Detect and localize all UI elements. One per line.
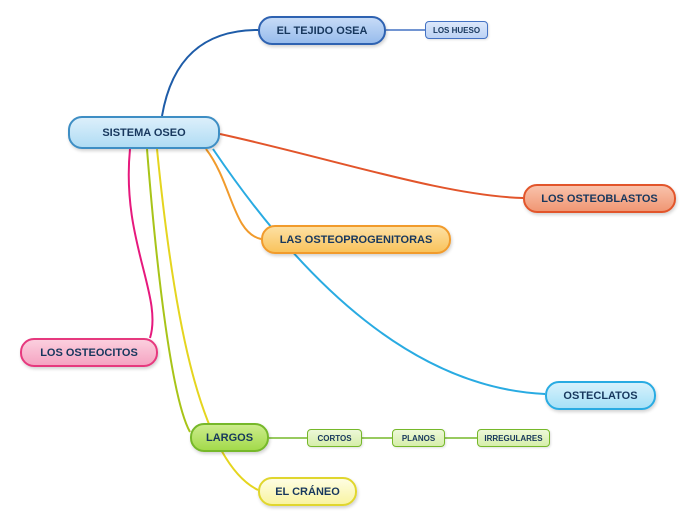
node-el-tejido-osea-label: EL TEJIDO OSEA — [276, 24, 368, 37]
node-cortos[interactable]: CORTOS — [307, 429, 362, 447]
node-irregulares-label: IRREGULARES — [484, 433, 543, 443]
connector-sistema-craneo — [156, 148, 259, 491]
node-el-craneo-label: EL CRÁNEO — [275, 485, 340, 498]
node-los-hueso-label: LOS HUESO — [432, 25, 481, 35]
node-los-osteoblastos[interactable]: LOS OSTEOBLASTOS — [523, 184, 676, 213]
node-sistema-oseo[interactable]: SISTEMA OSEO — [68, 116, 220, 149]
connector-sistema-largos — [146, 148, 191, 433]
node-las-osteoprogenitoras-label: LAS OSTEOPROGENITORAS — [279, 233, 433, 246]
node-largos[interactable]: LARGOS — [190, 423, 269, 452]
node-planos-label: PLANOS — [401, 433, 436, 443]
node-el-tejido-osea[interactable]: EL TEJIDO OSEA — [258, 16, 386, 45]
node-los-osteocitos[interactable]: LOS OSTEOCITOS — [20, 338, 158, 367]
node-planos[interactable]: PLANOS — [392, 429, 445, 447]
node-osteclatos[interactable]: OSTECLATOS — [545, 381, 656, 410]
node-largos-label: LARGOS — [205, 431, 254, 444]
node-el-craneo[interactable]: EL CRÁNEO — [258, 477, 357, 506]
connector-sistema-osteclatos — [212, 148, 546, 395]
node-osteclatos-label: OSTECLATOS — [563, 389, 638, 402]
node-sistema-oseo-label: SISTEMA OSEO — [102, 126, 186, 139]
node-los-osteoblastos-label: LOS OSTEOBLASTOS — [541, 192, 658, 205]
node-los-osteocitos-label: LOS OSTEOCITOS — [40, 346, 138, 359]
connector-sistema-osteocitos — [127, 148, 154, 339]
connector-sistema-tejido — [161, 29, 259, 117]
node-los-hueso[interactable]: LOS HUESO — [425, 21, 488, 39]
connector-sistema-osteoprogenitoras — [205, 148, 262, 240]
node-cortos-label: CORTOS — [317, 433, 352, 443]
node-las-osteoprogenitoras[interactable]: LAS OSTEOPROGENITORAS — [261, 225, 451, 254]
node-irregulares[interactable]: IRREGULARES — [477, 429, 550, 447]
connector-sistema-osteoblastos — [219, 133, 524, 199]
